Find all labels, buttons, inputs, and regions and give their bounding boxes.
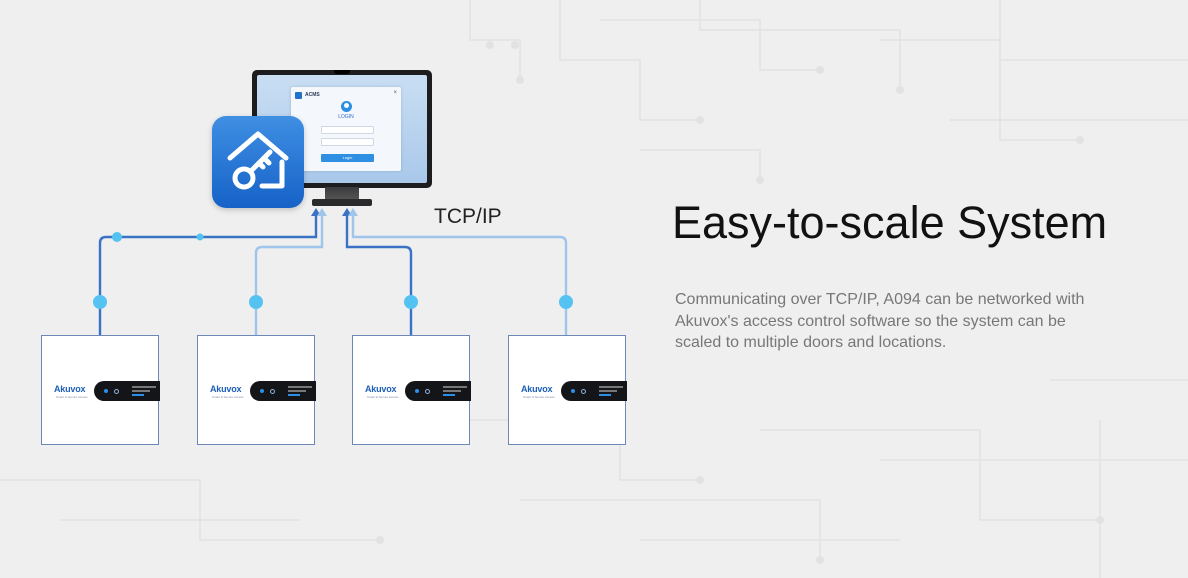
node-device-2 [249,295,263,309]
arrow-2 [317,208,327,216]
link-device-2 [254,214,324,335]
panel-marking [288,394,300,396]
link-device-1 [98,214,318,335]
device-brand: Akuvox [365,384,397,394]
link-device-3 [345,214,413,335]
panel-marking [132,394,144,396]
status-led [270,389,275,394]
login-button[interactable]: Login [321,154,374,162]
panel-marking [599,386,623,388]
status-led [114,389,119,394]
link-device-4 [351,214,568,335]
description-text: Communicating over TCP/IP, A094 can be n… [675,291,1085,351]
device-brand: Akuvox [54,384,86,394]
panel-marking [132,386,156,388]
login-header: ACMS [295,91,320,99]
status-led [425,389,430,394]
controller-device-4: Akuvox Smart & Secure Access [508,335,627,445]
device-brand: Akuvox [210,384,242,394]
password-field[interactable] [321,138,374,146]
panel-marking [132,390,150,392]
app-name: ACMS [305,92,320,98]
monitor-stand-base [312,199,372,206]
device-tagline: Smart & Secure Access [212,395,244,399]
user-icon [341,101,352,112]
acms-icon [295,91,302,99]
controller-device-3: Akuvox Smart & Secure Access [352,335,471,445]
status-led [581,389,586,394]
power-led [415,389,419,393]
house-key-glyph [227,131,289,190]
monitor-camera [334,70,350,74]
arrow-4 [348,208,358,216]
device-tagline: Smart & Secure Access [367,395,399,399]
device-panel [250,381,316,401]
power-led [571,389,575,393]
panel-marking [443,394,455,396]
power-led [260,389,264,393]
panel-marking [443,390,461,392]
device-tagline: Smart & Secure Access [523,395,555,399]
panel-marking [288,390,306,392]
page-title: Easy-to-scale System [672,197,1108,248]
login-window: ACMS × LOGIN Login [291,87,401,171]
house-key-icon [212,116,304,208]
tcp-ip-label: TCP/IP [434,205,502,228]
controller-device-2: Akuvox Smart & Secure Access [197,335,316,445]
monitor-stand-neck [325,187,359,200]
controller-device-1: Akuvox Smart & Secure Access [41,335,160,445]
device-panel [405,381,471,401]
panel-marking [599,394,611,396]
panel-marking [599,390,617,392]
panel-marking [443,386,467,388]
power-led [104,389,108,393]
node-top-2 [196,233,204,241]
device-brand: Akuvox [521,384,553,394]
node-device-4 [559,295,573,309]
device-panel [94,381,160,401]
panel-marking [288,386,312,388]
node-top-1 [112,232,122,242]
device-panel [561,381,627,401]
username-field[interactable] [321,126,374,134]
node-device-1 [93,295,107,309]
login-title: LOGIN [338,114,354,120]
device-tagline: Smart & Secure Access [56,395,88,399]
close-icon[interactable]: × [393,90,397,96]
node-device-3 [404,295,418,309]
